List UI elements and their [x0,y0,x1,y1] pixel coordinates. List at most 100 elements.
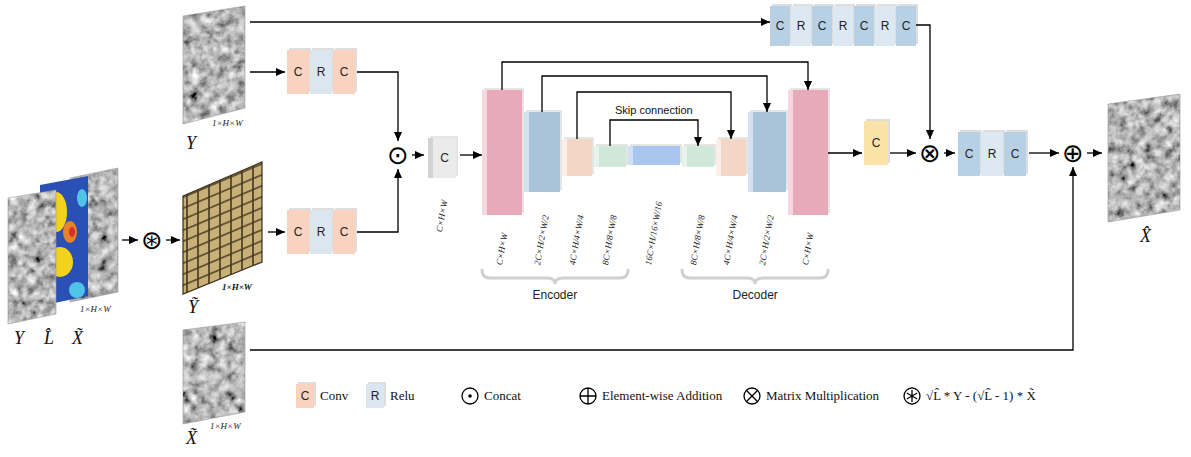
operator-glyph: ⊙ [384,141,412,169]
dimension-label: 1×H×W [210,421,241,432]
image-panel: X̂ [1102,90,1186,250]
slab-face [628,146,680,165]
variable-name: Ỹ [188,297,198,318]
conv-relu-block: CRC [285,206,357,258]
feature-map-slab: 16C×H/16×W/16 [628,146,680,268]
conv-relu-block: C [862,118,890,168]
dimension-label: C×H×W [494,232,510,266]
dimension-label: 4C×H/4×W/4 [567,214,586,266]
image-panel: 1×H×W X̃ [180,320,250,452]
block-row: CRC [285,206,357,258]
image-panel: 1×H×WY [180,5,250,155]
connector [944,152,955,153]
conv-layer: C [864,121,888,165]
relu-layer: R [310,210,332,254]
connector [577,92,731,139]
operator-glyph: ⊛ [138,226,166,254]
operator-glyph: ⊕ [1059,139,1087,167]
connector [460,154,482,155]
conv-relu-block: CRC [285,46,357,98]
legend-symbols [462,388,920,404]
conv-layer: C [287,210,309,254]
variable-name: Y [186,133,196,154]
connector [357,169,398,232]
slab-face [562,139,592,176]
block-row: CRCRCRC [770,3,916,49]
feature-map-slab: 8C×H/8×W/8 [594,146,626,268]
conv-layer: C [770,6,790,46]
legend-text: Conv [320,388,348,404]
block-row: CRC [955,129,1029,179]
feature-map-slab: 4C×H/4×W/4 [562,139,592,268]
slab-face [482,90,522,215]
connector [412,154,424,155]
block-row: C [862,118,890,168]
slab-face [682,146,714,167]
dimension-label: 8C×H/8×W/8 [600,214,619,266]
slab-face: C [428,138,456,178]
variable-name: L̂ [44,328,54,349]
conv-layer: C [333,50,355,94]
slab-face [748,112,786,192]
feature-map-slab: 2C×H/2×W/2 [524,112,560,268]
conv-layer: C [958,132,980,176]
operator-symbol: ⊛ [138,226,166,254]
dimension-label: 2C×H/2×W/2 [532,214,551,266]
slab-face [788,90,828,215]
feature-map-slab: C×H×W [482,90,522,268]
connector [357,72,398,141]
connector [1029,152,1059,153]
legend-text: Relu [390,388,415,404]
section-label: Encoder [533,288,578,302]
legend-text: Matrix Multiplication [766,388,879,404]
dimension-label: 1×H×W [80,304,111,315]
legend-sample-letter: C [296,384,314,408]
input-stack [8,168,118,324]
connector [916,25,930,139]
legend-sample-letter: R [366,384,384,408]
slab-face [594,146,626,167]
dimension-label: 8C×H/8×W/8 [688,214,707,266]
conv-layer: C [287,50,309,94]
operator-symbol: ⊗ [916,139,944,167]
dimension-label: 1×H×W [222,282,252,293]
feature-map-slab: C×H×W [788,90,828,268]
operator-symbol: ⊕ [1059,139,1087,167]
variable-name: X̃ [72,328,83,349]
connector [1087,152,1102,153]
connector [122,239,138,240]
dimension-label: C×H×W [434,199,450,233]
legend-swatch: C [296,384,314,408]
block-row: CRC [285,46,357,98]
conv-relu-block: CRC [955,129,1029,179]
image-panels [183,6,1180,424]
image-panel: Y L̂ X̃ 1×H×W [4,165,122,348]
section-label: Decoder [733,288,778,302]
conv-layer: C [854,6,874,46]
conv-layer: C [1004,132,1026,176]
relu-layer: R [875,6,895,46]
variable-name: Y [14,328,24,349]
conv-layer: C [812,6,832,46]
variable-name: X̂ [1140,226,1151,247]
section-brackets [482,270,828,284]
edge-label: Skip connection [613,104,695,117]
connector [250,71,285,72]
conv-layer: C [433,138,456,178]
slab-face [716,139,746,176]
relu-layer: R [981,132,1003,176]
conv-layer: C [896,6,916,46]
operator-symbol: ⊙ [384,141,412,169]
variable-name: X̃ [186,428,197,449]
dimension-label: 4C×H/4×W/4 [721,214,740,266]
connector [166,239,180,240]
connector [890,152,916,153]
connector [610,120,698,146]
legend-text: Concat [484,388,521,404]
legend-swatch: R [366,384,384,408]
connector [250,21,770,22]
conv-layer: C [333,210,355,254]
conv-relu-block: CRCRCRC [770,3,916,49]
